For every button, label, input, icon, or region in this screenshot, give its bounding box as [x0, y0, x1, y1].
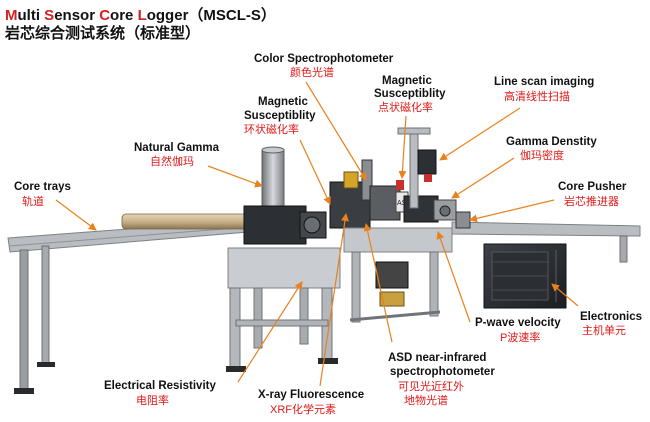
arrow-mag-sus-loop	[299, 139, 331, 205]
asd-label-zh-2: 地物光谱	[404, 395, 448, 407]
natural-gamma-label: Natural Gamma	[134, 142, 220, 154]
title-letter-c: C	[99, 7, 111, 24]
xrf-label: X-ray Fluorescence	[258, 389, 365, 401]
title-letter-m: M	[5, 7, 18, 24]
sensor-stand	[343, 227, 453, 323]
arrow-mag-sus-point	[398, 115, 407, 179]
pointer-arrows	[55, 81, 579, 387]
title-word-ore: ore	[110, 7, 138, 24]
sensor-cluster: ASD	[329, 159, 457, 229]
asd-label: ASD near-infrared	[388, 352, 487, 364]
electronics-label-zh: 主机单元	[582, 325, 626, 337]
title-letter-s: S	[44, 7, 55, 24]
core-pusher-label: Core Pusher	[558, 181, 627, 193]
mag-sus-loop-label: Magnetic	[258, 96, 308, 108]
p-wave-label-zh: P波速率	[500, 332, 541, 344]
electronics-label: Electronics	[580, 311, 642, 323]
arrow-p-wave	[436, 231, 471, 323]
arrow-line-scan	[439, 107, 521, 161]
core-sample	[121, 213, 251, 230]
electrical-res-label: Electrical Resistivity	[104, 380, 216, 392]
arrow-electronics	[551, 283, 579, 307]
color-spec-label: Color Spectrophotometer	[254, 53, 394, 65]
gamma-density-label: Gamma Denstity	[506, 136, 597, 148]
page-title: Multi Sensor Core Logger（MSCL-S）	[5, 4, 276, 25]
core-tray-rail	[7, 219, 249, 394]
core-trays-label: Core trays	[14, 181, 71, 193]
title-word-ogger: ogger	[146, 7, 189, 24]
arrow-xrf	[319, 213, 349, 387]
title-word-ulti: ulti	[17, 7, 45, 24]
mag-sus-loop-label-zh: 环状磁化率	[244, 124, 299, 136]
arrow-core-pusher	[469, 199, 555, 223]
electrical-res-label-zh: 电阻率	[136, 395, 169, 407]
right-rail	[451, 211, 641, 263]
arrow-natural-gamma	[207, 165, 263, 188]
arrow-electrical-res	[237, 281, 303, 383]
color-spec-label-zh: 颜色光谱	[290, 67, 334, 79]
core-trays-label-zh: 轨道	[22, 196, 44, 208]
mag-sus-point-label-zh: 点状磁化率	[378, 102, 433, 114]
p-wave-label: P-wave velocity	[475, 317, 561, 329]
electronics-cabinet	[483, 243, 567, 309]
asd-label-2: spectrophotometer	[390, 366, 495, 378]
title-letter-l: L	[137, 7, 147, 24]
mag-sus-point-label: Magnetic	[382, 75, 432, 87]
core-pusher-label-zh: 岩芯推进器	[564, 196, 619, 208]
asd-label-zh: 可见光近红外	[398, 381, 464, 393]
mag-sus-loop-label-2: Susceptiblity	[244, 110, 316, 122]
gamma-stand	[226, 247, 341, 372]
arrow-color-spec	[305, 81, 367, 181]
line-scan-tower	[397, 127, 437, 209]
gamma-density-label-zh: 伽玛密度	[520, 150, 564, 162]
mag-sus-point-label-2: Susceptiblity	[374, 88, 446, 100]
natural-gamma-unit	[243, 146, 327, 245]
natural-gamma-label-zh: 自然伽玛	[150, 156, 194, 168]
line-scan-label: Line scan imaging	[494, 76, 595, 88]
page-subtitle: 岩芯综合测试系统（标准型）	[5, 25, 201, 42]
arrow-core-trays	[55, 199, 97, 231]
line-scan-label-zh: 高清线性扫描	[504, 91, 570, 103]
arrow-asd	[363, 223, 393, 343]
xrf-label-zh: XRF化学元素	[270, 404, 336, 416]
title-model: （MSCL-S）	[188, 7, 276, 24]
arrow-gamma-density	[451, 157, 515, 199]
title-word-ensor: ensor	[54, 7, 100, 24]
